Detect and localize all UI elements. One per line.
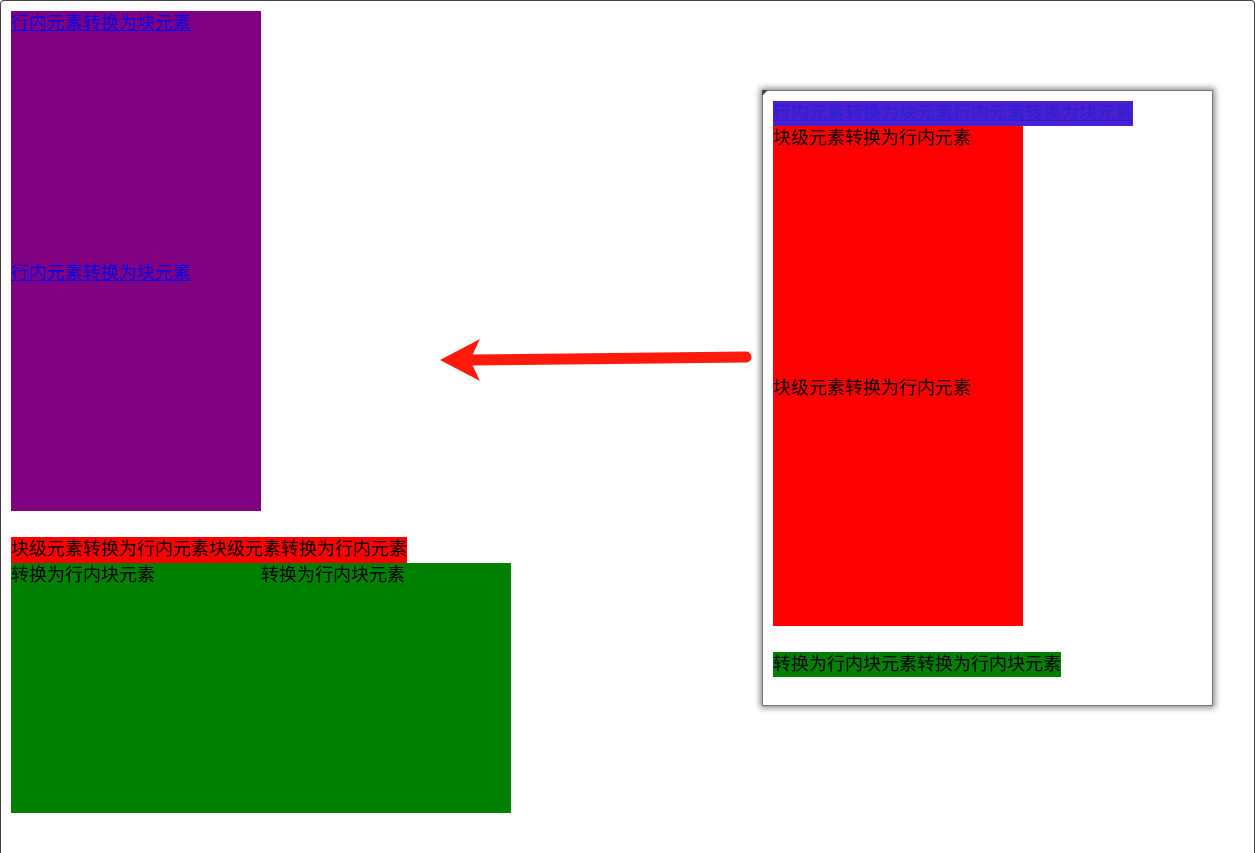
- panel-inline-block-text-1: 转换为行内块元素: [773, 654, 917, 675]
- inline-to-block-link-1[interactable]: 行内元素转换为块元素: [11, 13, 191, 34]
- block-to-inline-text-2: 块级元素转换为行内元素: [209, 539, 407, 560]
- panel-block-item-1: 块级元素转换为行内元素: [773, 126, 1023, 376]
- preview-panel: 行内元素转换为块元素行内元素转换为块元素 块级元素转换为行内元素 块级元素转换为…: [762, 90, 1213, 706]
- inline-to-block-box-1: 行内元素转换为块元素: [11, 11, 261, 261]
- block-to-inline-strip: 块级元素转换为行内元素块级元素转换为行内元素: [11, 537, 407, 563]
- inline-to-block-box-2: 行内元素转换为块元素: [11, 261, 261, 511]
- inline-block-box-1: 转换为行内块元素: [11, 563, 261, 813]
- inline-block-box-2: 转换为行内块元素: [261, 563, 511, 813]
- panel-inline-block-strip: 转换为行内块元素转换为行内块元素: [773, 652, 1061, 677]
- panel-block-text-1: 块级元素转换为行内元素: [773, 128, 971, 149]
- panel-block-item-2: 块级元素转换为行内元素: [773, 376, 1023, 626]
- panel-corner: [762, 90, 768, 96]
- block-to-inline-text-1: 块级元素转换为行内元素: [11, 539, 209, 560]
- panel-inline-block-text-2: 转换为行内块元素: [917, 654, 1061, 675]
- panel-inline-links-strip: 行内元素转换为块元素行内元素转换为块元素: [773, 101, 1133, 126]
- panel-inline-link-2[interactable]: 行内元素转换为块元素: [953, 103, 1133, 124]
- inline-block-text-2: 转换为行内块元素: [261, 565, 405, 586]
- panel-inline-link-1[interactable]: 行内元素转换为块元素: [773, 103, 953, 124]
- inline-to-block-link-2[interactable]: 行内元素转换为块元素: [11, 263, 191, 284]
- panel-block-text-2: 块级元素转换为行内元素: [773, 378, 971, 399]
- inline-block-text-1: 转换为行内块元素: [11, 565, 155, 586]
